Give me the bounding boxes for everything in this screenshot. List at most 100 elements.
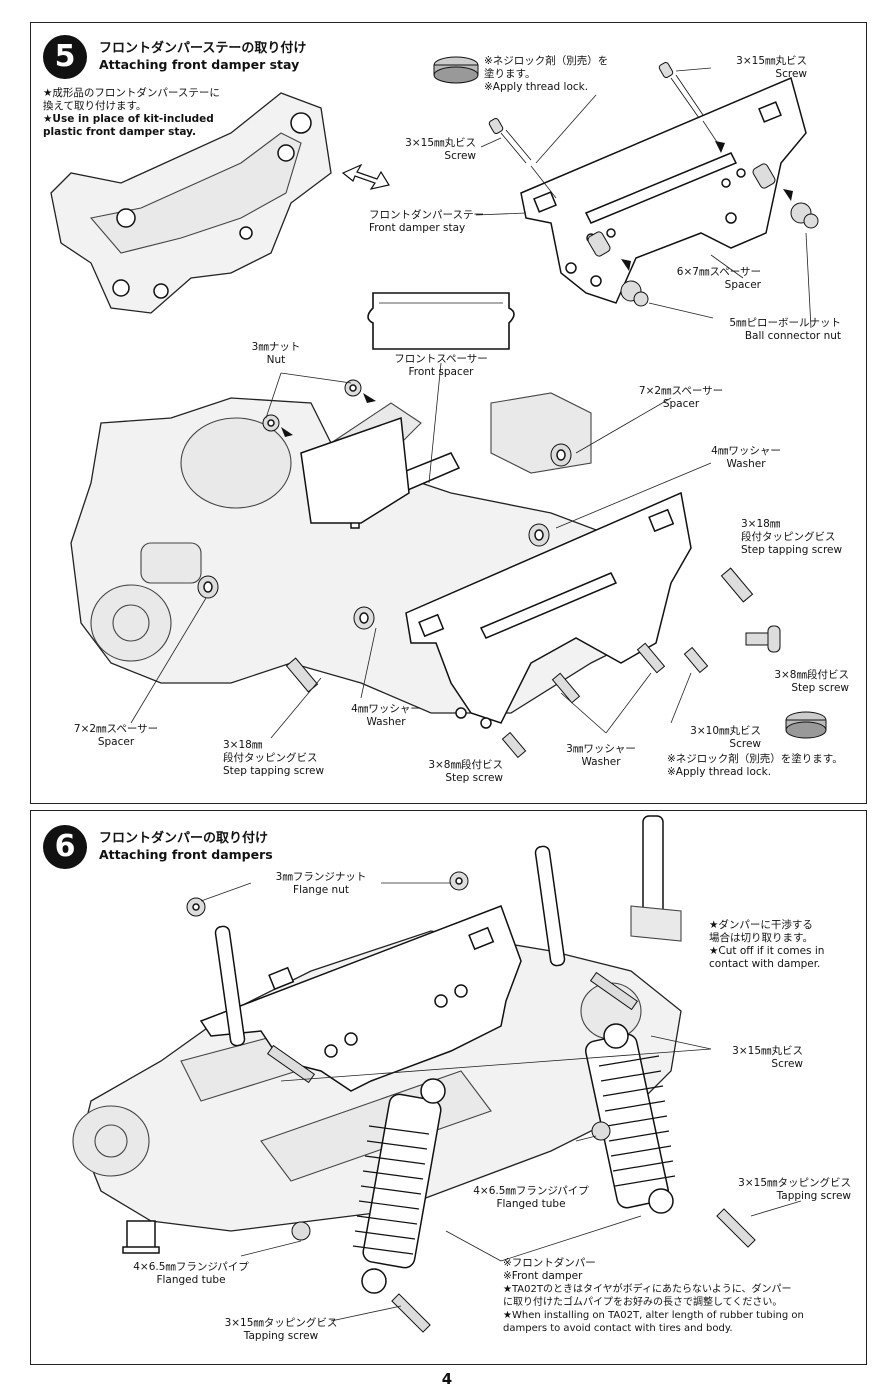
- threadlock-bottom-label: ※ネジロック剤（別売）を塗ります。 ※Apply thread lock.: [667, 753, 843, 779]
- flanged-tube-left-en: Flanged tube: [156, 1274, 226, 1286]
- washer-4mm-bottom-label: 4㎜ワッシャー Washer: [331, 703, 441, 729]
- tap-bottom-en: Tapping screw: [243, 1330, 319, 1342]
- screw-3x15-right-label: 3×15㎜丸ビス Screw: [707, 55, 807, 81]
- flanged-tube-center-label: 4×6.5㎜フランジパイプ Flanged tube: [451, 1185, 611, 1211]
- screw-3x15-left-jp: 3×15㎜丸ビス: [405, 137, 476, 149]
- screw-3x15-right-jp: 3×15㎜丸ビス: [736, 55, 807, 67]
- step-tap-right-jp1: 3×18㎜: [741, 518, 781, 530]
- body-post-cutoff-detail: [630, 815, 682, 942]
- washer-4mm-right-jp: 4㎜ワッシャー: [711, 445, 781, 457]
- screw-3x15-jp: 3×15㎜丸ビス: [732, 1045, 803, 1057]
- flanged-tube-left-jp: 4×6.5㎜フランジパイプ: [133, 1261, 249, 1273]
- step-5-panel: 5 フロントダンパーステーの取り付け Attaching front dampe…: [30, 22, 867, 804]
- step-screw-3x8-bottom-jp: 3×8㎜段付ビス: [428, 759, 503, 771]
- step-number-badge: 5: [43, 35, 87, 79]
- washer-3mm-label: 3㎜ワッシャー Washer: [551, 743, 651, 769]
- cutoff-jp1: ★ダンパーに干渉する: [709, 919, 813, 931]
- spacer-6x7-label: 6×7㎜スペーサー Spacer: [661, 266, 761, 292]
- flanged-tube-icon: [122, 1121, 611, 1254]
- spacer-7x2-left-jp: 7×2㎜スペーサー: [73, 723, 159, 735]
- kit-note-en-line1: ★Use in place of kit-included: [43, 113, 214, 125]
- damper-stay-step6: [199, 905, 522, 1092]
- thread-lock-bottle-bottom-icon: [785, 711, 827, 739]
- ta02t-en2: dampers to avoid contact with tires and …: [503, 1323, 733, 1334]
- step-screw-3x8-right-en: Step screw: [791, 682, 849, 694]
- threadlock-top-jp1: ※ネジロック剤（別売）を: [484, 55, 609, 67]
- tap-right-en: Tapping screw: [776, 1190, 851, 1202]
- screw-3x15-left-label: 3×15㎜丸ビス Screw: [371, 137, 476, 163]
- screw-3x15-top-right-icon: [658, 62, 725, 153]
- spacer-6x7-en: Spacer: [724, 279, 761, 291]
- nut-3mm-label: 3㎜ナット Nut: [231, 341, 321, 367]
- kit-note-jp-line2: 換えて取り付けます。: [43, 100, 147, 112]
- step-tap-right-en: Step tapping screw: [741, 544, 843, 556]
- bulkhead-front-plate: [300, 416, 410, 524]
- step-tap-right-label: 3×18㎜ 段付タッピングビス Step tapping screw: [741, 518, 842, 557]
- page-number: 4: [441, 1370, 453, 1388]
- step-tap-right-jp2: 段付タッピングビス: [741, 531, 836, 543]
- screw-3x10-jp: 3×10㎜丸ビス: [690, 725, 761, 737]
- leader-lines-step6: [200, 882, 802, 1322]
- cutoff-en2: contact with damper.: [709, 958, 821, 970]
- washer-3mm-jp: 3㎜ワッシャー: [566, 743, 636, 755]
- kit-note-jp-line1: ★成形品のフロントダンパーステーに: [43, 87, 220, 99]
- step-tap-left-jp1: 3×18㎜: [223, 739, 263, 751]
- step-screw-3x8-bottom-en: Step screw: [445, 772, 503, 784]
- step-screw-3x8-right-label: 3×8㎜段付ビス Step screw: [731, 669, 849, 695]
- screw-3x15-top-left-icon: [488, 118, 557, 199]
- metal-damper-stay-installed: [405, 491, 692, 729]
- tapping-screw-right-label: 3×15㎜タッピングビス Tapping screw: [691, 1177, 851, 1203]
- screw-3x10-icon: [551, 642, 666, 704]
- step-title-jp: フロントダンパーステーの取り付け: [99, 41, 307, 56]
- front-spacer-jp: フロントスペーサー: [394, 353, 488, 365]
- damper-stay-jp: フロントダンパーステー: [369, 209, 484, 221]
- step-title-jp: フロントダンパーの取り付け: [99, 831, 269, 846]
- tap-right-jp: 3×15㎜タッピングビス: [738, 1177, 851, 1189]
- threadlock-top-en: ※Apply thread lock.: [484, 81, 589, 93]
- spacer-7x2-top-jp: 7×2㎜スペーサー: [638, 385, 724, 397]
- step-tap-left-en: Step tapping screw: [223, 765, 325, 777]
- threadlock-bottom-jp: ※ネジロック剤（別売）を塗ります。: [667, 753, 843, 765]
- spacer-7x2-left-en: Spacer: [97, 736, 135, 748]
- front-spacer-en: Front spacer: [408, 366, 474, 378]
- step-tap-left-jp2: 段付タッピングビス: [223, 752, 318, 764]
- spacer-6x7-jp: 6×7㎜スペーサー: [676, 266, 761, 278]
- front-spacer-outline: [367, 292, 515, 350]
- step-screw-3x8-icon: [501, 625, 781, 759]
- cutoff-note: ★ダンパーに干渉する 場合は切り取ります。 ★Cut off if it com…: [709, 919, 824, 971]
- step-tapping-screw-icon: [285, 567, 754, 693]
- front-spacer-label: フロントスペーサー Front spacer: [386, 353, 496, 379]
- ball-connector-nut-icon: [620, 202, 819, 307]
- ball-nut-label: 5㎜ピローボールナット Ball connector nut: [691, 317, 841, 343]
- damper-stay-en: Front damper stay: [369, 222, 466, 234]
- screw-3x10-en: Screw: [729, 738, 761, 750]
- flanged-tube-left-label: 4×6.5㎜フランジパイプ Flanged tube: [111, 1261, 271, 1287]
- threadlock-top-label: ※ネジロック剤（別売）を 塗ります。 ※Apply thread lock.: [484, 55, 608, 94]
- spacer-7x2-icon: [197, 443, 572, 599]
- nut-3mm-jp: 3㎜ナット: [251, 341, 301, 353]
- ball-nut-jp: 5㎜ピローボールナット: [729, 317, 841, 329]
- front-damper-left: [352, 1078, 446, 1294]
- step-6-illustration: [72, 815, 802, 1333]
- spacer-7x2-left-label: 7×2㎜スペーサー Spacer: [61, 723, 171, 749]
- washer-4mm-right-label: 4㎜ワッシャー Washer: [691, 445, 801, 471]
- step-6-panel: 6 フロントダンパーの取り付け Attaching front dampers: [30, 810, 867, 1365]
- tapping-screw-icon: [391, 1208, 756, 1333]
- tap-bottom-jp: 3×15㎜タッピングビス: [224, 1317, 338, 1329]
- cutoff-en1: ★Cut off if it comes in: [709, 945, 825, 957]
- nut-3mm-icon: [262, 379, 376, 437]
- thread-lock-bottle-icon: [433, 56, 479, 84]
- ta02t-en1: ★When installing on TA02T, alter length …: [503, 1310, 804, 1321]
- front-damper-jp: ※フロントダンパー: [503, 1257, 596, 1269]
- ta02t-jp2: に取り付けたゴムパイプをお好みの長さで調整してください。: [503, 1297, 783, 1308]
- nut-3mm-en: Nut: [266, 354, 286, 366]
- leader-lines-step5: [130, 67, 812, 739]
- screw-3x15-label: 3×15㎜丸ビス Screw: [703, 1045, 803, 1071]
- step-screw-3x8-right-jp: 3×8㎜段付ビス: [774, 669, 849, 681]
- washer-4mm-right-en: Washer: [726, 458, 766, 470]
- kit-note: ★成形品のフロントダンパーステーに 換えて取り付けます。 ★Use in pla…: [43, 87, 220, 139]
- body-post-right: [534, 845, 566, 967]
- replace-arrow-icon: [341, 163, 390, 190]
- front-damper-en: ※Front damper: [503, 1270, 583, 1282]
- spacer-7x2-top-en: Spacer: [662, 398, 700, 410]
